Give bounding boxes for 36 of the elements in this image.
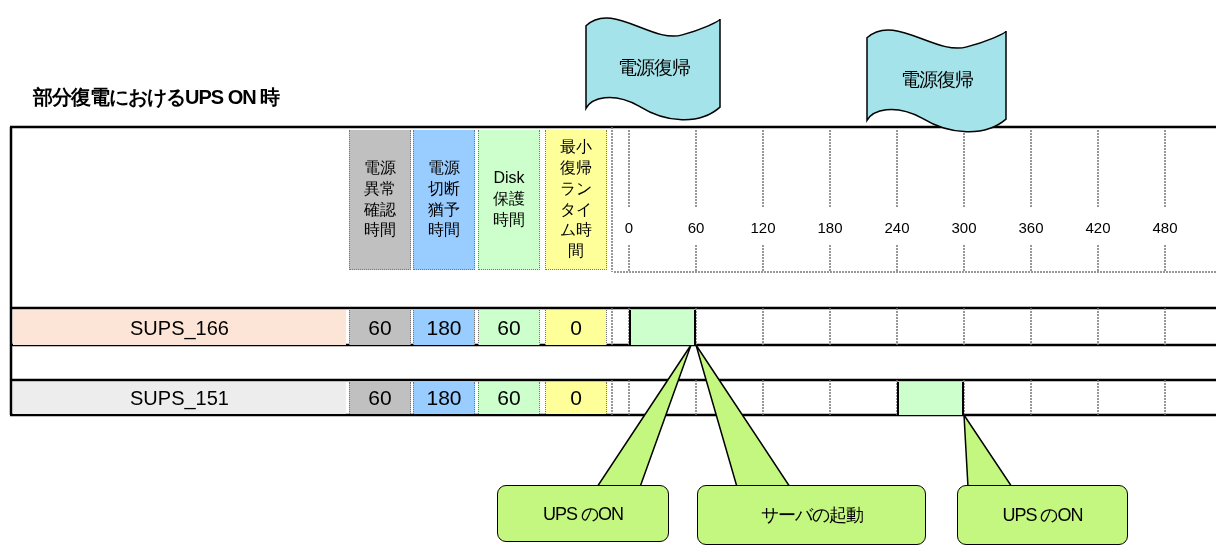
callout-pointer	[595, 344, 692, 488]
table-value: 0	[545, 310, 607, 345]
callout-box	[497, 485, 669, 542]
table-value: 0	[545, 382, 607, 414]
callout-pointer	[695, 344, 792, 488]
callout-text: UPS のON	[1002, 504, 1083, 527]
row-label: SUPS_151	[13, 382, 346, 414]
diagram-title: 部分復電におけるUPS ON 時	[33, 85, 280, 110]
table-value: 60	[478, 310, 540, 345]
table-value: 60	[349, 310, 411, 345]
row-label: SUPS_166	[13, 310, 346, 345]
column-header: 電源切断猶予時間	[413, 130, 475, 270]
tick-label: 0	[623, 218, 635, 239]
callout-text: UPS のON	[543, 502, 623, 526]
tick-label: 240	[883, 218, 911, 239]
table-value: 180	[413, 310, 475, 345]
callout-text: サーバの起動	[760, 504, 863, 527]
column-header: Disk保護時間	[478, 130, 540, 270]
banner-label: 電源復帰	[617, 55, 690, 80]
column-header: 電源異常確認時間	[349, 130, 411, 270]
tick-label: 60	[686, 218, 706, 239]
tick-label: 120	[749, 218, 777, 239]
table-value: 180	[413, 382, 475, 414]
tick-label: 360	[1017, 218, 1045, 239]
banner-label: 電源復帰	[901, 67, 973, 92]
callout-box	[697, 485, 926, 545]
callout-pointer	[963, 412, 1014, 488]
tick-label: 480	[1151, 218, 1179, 239]
table-value: 60	[478, 382, 540, 414]
time-bar	[897, 382, 964, 415]
table-value: 60	[349, 382, 411, 414]
tick-label: 180	[816, 218, 844, 239]
tick-label: 300	[950, 218, 978, 239]
time-bar	[629, 310, 696, 345]
tick-label: 420	[1084, 218, 1112, 239]
column-header: 最小復帰ランタイム時間	[545, 130, 607, 270]
